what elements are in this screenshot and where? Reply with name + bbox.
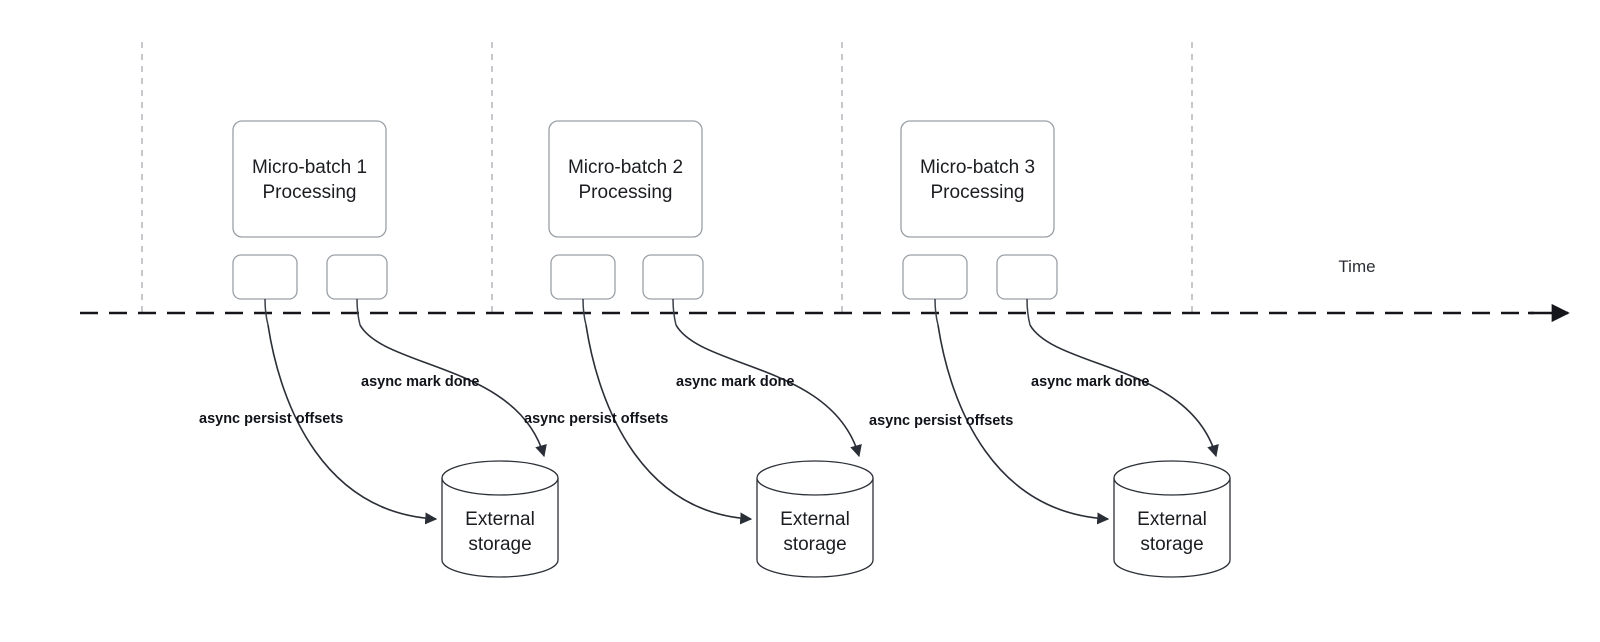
async-persist-offsets-label-1: async persist offsets [199, 411, 343, 427]
async-mark-done-arrow-1 [359, 324, 547, 458]
micro-batch-3-right-stem [1026, 298, 1031, 326]
micro-batch-3-task-left-box[interactable] [902, 254, 968, 300]
micro-batch-3-box[interactable] [900, 120, 1055, 238]
external-storage-label-1-line2: storage [468, 534, 531, 555]
async-persist-offsets-arrow-3 [937, 324, 1110, 525]
micro-batch-2-label-line2: Processing [579, 182, 673, 203]
async-mark-done-label-2: async mark done [676, 374, 794, 390]
micro-batch-2-right-stem [672, 298, 677, 326]
external-storage-label-2-line1: External [780, 509, 850, 530]
micro-batch-2-label-line1: Micro-batch 2 [568, 157, 683, 178]
group-1: Micro-batch 1 Processing async persist o… [199, 120, 559, 578]
micro-batch-3-task-right-box[interactable] [996, 254, 1058, 300]
micro-batch-2-box[interactable] [548, 120, 703, 238]
async-mark-done-label-1: async mark done [361, 374, 479, 390]
micro-batch-3-label-line1: Micro-batch 3 [920, 157, 1035, 178]
micro-batch-2-task-left-box[interactable] [550, 254, 616, 300]
micro-batch-2-task-right-box[interactable] [642, 254, 704, 300]
async-mark-done-arrow-3 [1029, 324, 1219, 458]
async-persist-offsets-label-2: async persist offsets [524, 411, 668, 427]
micro-batch-1-label-line1: Micro-batch 1 [252, 157, 367, 178]
async-persist-offsets-arrow-2 [585, 324, 753, 525]
tick-lines-group [141, 42, 1193, 313]
external-storage-cylinder-2[interactable] [756, 478, 874, 578]
external-storage-cylinder-3[interactable] [1113, 478, 1231, 578]
micro-batch-1-label-line2: Processing [263, 182, 357, 203]
external-storage-label-3-line2: storage [1140, 534, 1203, 555]
micro-batch-1-box[interactable] [232, 120, 387, 238]
async-mark-done-arrow-2 [675, 324, 862, 458]
external-storage-label-2-line2: storage [783, 534, 846, 555]
micro-batch-3-label-line2: Processing [931, 182, 1025, 203]
micro-batch-1-task-left-box[interactable] [232, 254, 298, 300]
micro-batch-1-right-stem [356, 298, 361, 326]
async-persist-offsets-arrow-1 [267, 324, 438, 525]
time-axis-group: Time [80, 257, 1570, 323]
external-storage-cylinder-top-1 [441, 460, 559, 496]
group-3: Micro-batch 3 Processing async persist o… [869, 120, 1231, 578]
async-mark-done-label-3: async mark done [1031, 374, 1149, 390]
micro-batch-1-task-right-box[interactable] [326, 254, 388, 300]
external-storage-cylinder-1[interactable] [441, 478, 559, 578]
group-2: Micro-batch 2 Processing async persist o… [524, 120, 874, 578]
external-storage-label-1-line1: External [465, 509, 535, 530]
external-storage-cylinder-top-2 [756, 460, 874, 496]
external-storage-label-3-line1: External [1137, 509, 1207, 530]
micro-batch-1-left-stem [264, 298, 269, 326]
external-storage-cylinder-top-3 [1113, 460, 1231, 496]
micro-batch-3-left-stem [934, 298, 939, 326]
async-persist-offsets-label-3: async persist offsets [869, 413, 1013, 429]
time-axis-label: Time [1338, 257, 1375, 276]
micro-batch-2-left-stem [582, 298, 587, 326]
